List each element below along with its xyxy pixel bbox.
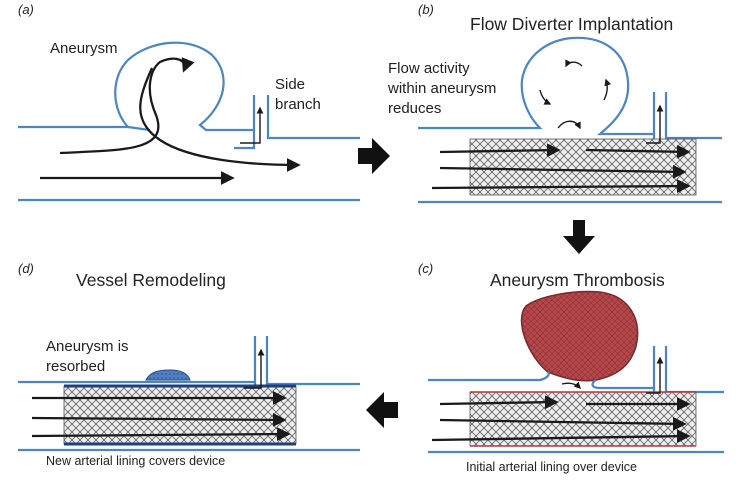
- aneurysm-inflow-arrow: [59, 57, 195, 155]
- main-flow-arrow: [431, 429, 691, 444]
- panel-d-title: Vessel Remodeling: [76, 270, 226, 290]
- flow-note-line3: reduces: [388, 100, 442, 117]
- side-branch-flow-arrow: [244, 348, 265, 389]
- panel-d-caption: New arterial lining covers device: [46, 454, 226, 468]
- main-flow-arrow: [31, 413, 287, 427]
- main-flow-arrow: [585, 144, 691, 159]
- panel-a: [18, 41, 360, 202]
- panel-c: [428, 290, 724, 454]
- panel-c-letter: (c): [418, 261, 434, 276]
- main-flow-arrow: [439, 164, 687, 179]
- main-flow-arrow: [31, 427, 291, 441]
- arrow-left-icon: [366, 392, 398, 428]
- panel-b-letter: (b): [418, 2, 434, 17]
- main-flow-arrow: [439, 416, 687, 431]
- side-branch-flow-arrow: [240, 106, 264, 144]
- side-branch-label-line2: branch: [275, 96, 321, 113]
- vessel-top-wall-inner: [127, 125, 151, 132]
- panel-a-letter: (a): [18, 2, 34, 17]
- flow-note-line2: within aneurysm: [388, 80, 497, 97]
- arrow-down-icon: [563, 220, 595, 254]
- panel-c-caption: Initial arterial lining over device: [466, 460, 637, 474]
- side-branch-wall: [234, 130, 256, 150]
- arrow-right-icon: [358, 138, 390, 174]
- panel-b-title: Flow Diverter Implantation: [470, 14, 674, 34]
- thrombosed-aneurysm: [520, 290, 639, 382]
- resorbed-aneurysm-remnant: [145, 369, 191, 381]
- swirl-arrow: [539, 89, 552, 105]
- main-flow-arrow: [439, 143, 561, 158]
- main-flow-arrow: [431, 179, 691, 193]
- aneurysm-label: Aneurysm: [50, 40, 118, 57]
- neointima-lining: [64, 384, 296, 446]
- panel-d-letter: (d): [18, 261, 34, 276]
- side-branch-flow-arrow: [646, 356, 664, 394]
- resorbed-note-line1: Aneurysm is: [46, 338, 129, 355]
- panel-b: [418, 36, 722, 204]
- side-branch-flow-arrow: [646, 104, 664, 144]
- swirl-arrow: [565, 59, 583, 68]
- panel-d: [18, 336, 360, 452]
- swirl-arrow: [557, 120, 581, 130]
- vessel-top-wall: [418, 36, 722, 140]
- aneurysm-outflow-arrow: [139, 67, 301, 172]
- side-branch-label-line1: Side: [275, 76, 306, 93]
- neck-flow-arrow: [561, 381, 581, 389]
- panel-c-title: Aneurysm Thrombosis: [490, 270, 665, 290]
- flow-note-line1: Flow activity: [388, 60, 470, 77]
- main-flow-arrow: [439, 395, 559, 410]
- vessel-top-wall: [18, 41, 360, 140]
- neointima-lining: [470, 391, 696, 447]
- swirl-arrow: [603, 78, 612, 101]
- resorbed-note-line2: resorbed: [46, 358, 106, 375]
